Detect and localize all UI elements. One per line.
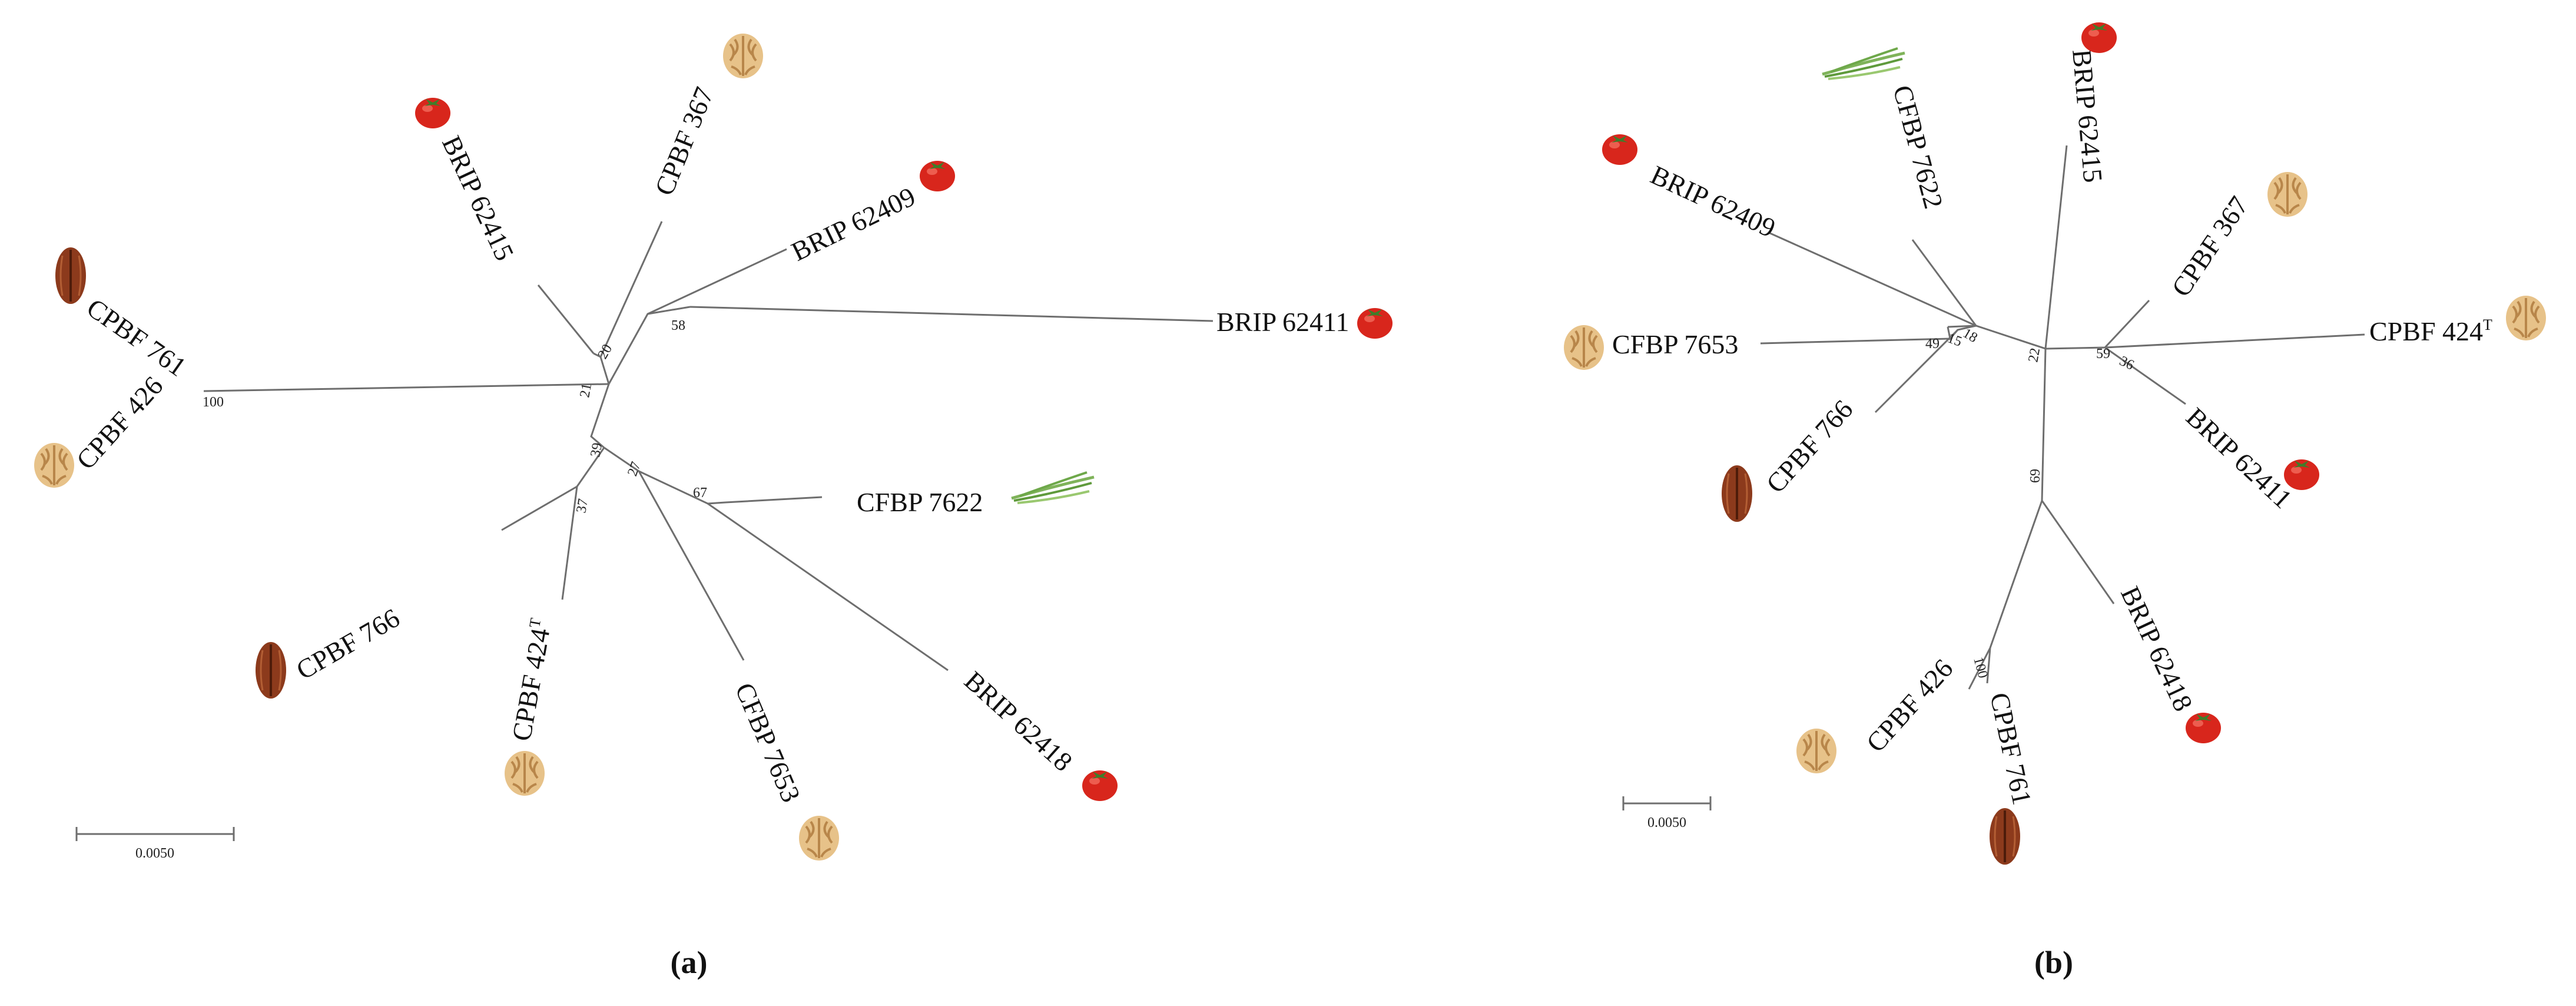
tree-panel-a: 20 58 21 100 39 27 67 37 BRIP 62415 CPBF… [33,32,1393,980]
scale-bar-b: 0.0050 [1622,796,1712,830]
leaf-label: CPBF 424T [2369,316,2492,346]
walnut-icon [33,442,75,489]
pecan-icon [254,641,287,700]
leaf-labels-b: CFBP 7622 BRIP 62415 BRIP 62409 CPBF 367… [1612,48,2492,807]
scale-bar-a: 0.0050 [75,827,235,861]
pecan-icon [1720,464,1753,523]
tree-branches-a [203,221,1214,671]
pecan-icon [1988,807,2021,866]
bootstrap-label: 39 [588,442,605,458]
leaf-label: CPBF 426 [1861,653,1959,758]
walnut-icon [2505,294,2547,342]
leaf-label: CPBF 761 [81,292,191,382]
leaf-labels-a: BRIP 62415 CPBF 367 BRIP 62409 BRIP 6241… [71,83,1350,807]
leaf-label: BRIP 62415 [2067,48,2108,184]
bootstrap-label: 58 [671,318,685,333]
onion-icon [1012,472,1094,503]
bootstrap-label: 37 [573,498,591,514]
onion-icon [1822,48,1905,79]
scale-bar-label: 0.0050 [135,846,174,861]
bootstrap-label: 20 [595,342,616,362]
tomato-icon [2186,713,2221,743]
leaf-label: CFBP 7622 [1887,82,1949,211]
bootstrap-values-a: 20 58 21 100 39 27 67 37 [203,318,707,514]
host-icons-b [1563,22,2547,866]
leaf-label: CPBF 367 [649,83,720,200]
tomato-icon [1082,770,1118,801]
leaf-label-text: CPBF 424 [506,626,556,743]
leaf-label: CPBF 426 [71,370,169,475]
leaf-label: CFBP 7653 [730,679,807,806]
walnut-icon [503,750,546,797]
leaf-label: BRIP 62411 [2180,402,2298,514]
bootstrap-label: 67 [693,485,707,501]
bootstrap-label: 36 [2117,353,2136,373]
tomato-icon [920,161,955,191]
walnut-icon [722,32,764,80]
bootstrap-label: 21 [577,382,595,399]
leaf-label: BRIP 62409 [1646,160,1780,243]
scale-bar-label: 0.0050 [1647,815,1686,830]
panel-label-a: (a) [671,945,708,980]
leaf-label: CPBF 424T [506,617,558,743]
bootstrap-label: 100 [1970,656,1990,680]
walnut-icon [1563,324,1605,371]
tomato-icon [1602,134,1637,165]
leaf-label: BRIP 62411 [1216,307,1349,337]
walnut-icon [2266,171,2309,218]
tomato-icon [2081,22,2117,53]
bootstrap-values-b: 49 15 18 22 59 36 69 100 [1925,326,2136,680]
bootstrap-label: 15 [1945,330,1964,350]
scale-bar-line [75,827,235,841]
tree-branches-b [1760,145,2365,690]
bootstrap-label: 59 [2096,346,2110,362]
leaf-label: CFBP 7653 [1612,329,1738,359]
type-strain-superscript: T [2483,316,2492,333]
leaf-label-text: CPBF 424 [2369,316,2483,346]
bootstrap-label: 69 [2028,469,2043,483]
leaf-label: BRIP 62409 [787,181,920,267]
leaf-label: BRIP 62418 [2115,582,2199,716]
leaf-label: CPBF 367 [2166,191,2254,302]
bootstrap-label: 49 [1925,336,1940,352]
leaf-label: CFBP 7622 [857,487,983,517]
leaf-label: CPBF 766 [291,603,405,686]
leaf-label: CPBF 761 [1984,690,2037,807]
tomato-icon [2284,459,2319,490]
bootstrap-label: 22 [2025,347,2043,363]
leaf-label: BRIP 62418 [959,666,1078,777]
type-strain-superscript: T [526,617,544,629]
tree-panel-b: 49 15 18 22 59 36 69 100 CFBP 7622 BRIP … [1563,22,2547,980]
walnut-icon [1795,727,1838,775]
pecan-icon [54,246,87,305]
tomato-icon [1357,308,1393,339]
bootstrap-label: 100 [203,395,224,410]
leaf-label: CPBF 766 [1761,394,1859,499]
scale-bar-line [1622,796,1712,810]
leaf-label: BRIP 62415 [436,131,520,265]
walnut-icon [798,815,840,862]
tomato-icon [415,98,450,128]
host-icons-a [33,32,1393,862]
panel-label-b: (b) [2034,945,2073,980]
